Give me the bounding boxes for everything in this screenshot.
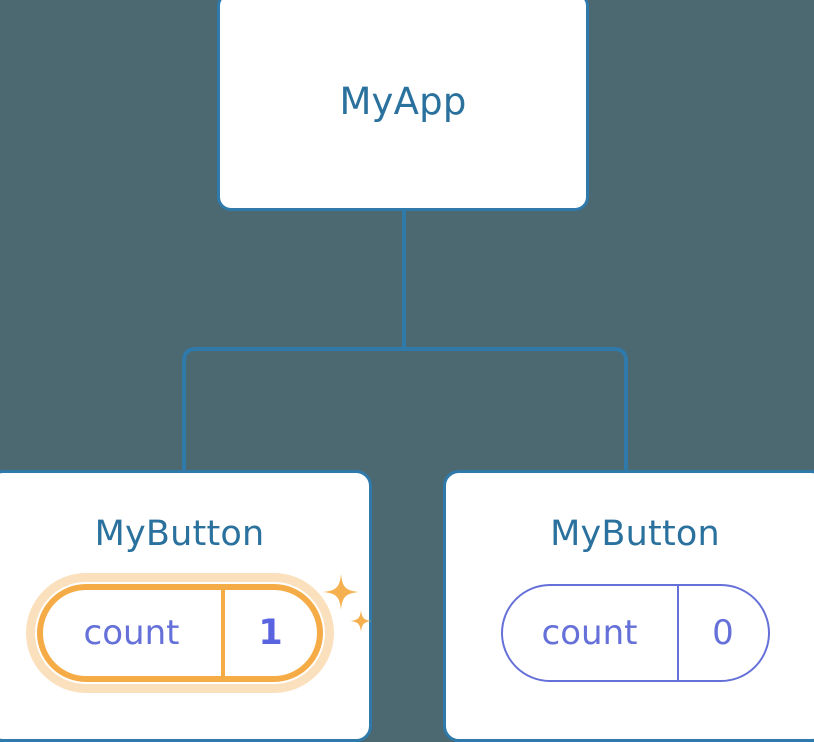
state-value-cell-right: 0 <box>679 586 768 680</box>
node-myapp-label: MyApp <box>339 80 467 123</box>
state-value-cell-left: 1 <box>225 590 317 676</box>
node-myapp[interactable]: MyApp <box>217 0 589 211</box>
state-key-cell-right: count <box>503 586 679 680</box>
edge-root-to-child-right <box>404 347 628 472</box>
node-mybutton-left[interactable]: MyButton count 1 <box>0 470 372 742</box>
state-highlight-glow <box>25 573 334 693</box>
state-pill-right-wrap: count 0 <box>500 584 770 682</box>
state-key-label-left: count <box>83 613 180 653</box>
state-key-label-right: count <box>541 613 638 653</box>
node-mybutton-right[interactable]: MyButton count 0 <box>443 470 814 742</box>
edge-root-to-child-left <box>182 347 404 472</box>
node-mybutton-right-label: MyButton <box>550 514 720 554</box>
state-key-cell-left: count <box>43 590 225 676</box>
state-pill-count-right[interactable]: count 0 <box>500 584 770 682</box>
state-value-label-left: 1 <box>258 612 283 653</box>
state-pill-left-wrap: count 1 <box>25 573 372 693</box>
node-mybutton-left-label: MyButton <box>94 514 265 554</box>
state-pill-count-left[interactable]: count 1 <box>36 584 323 682</box>
state-value-label-right: 0 <box>712 613 734 653</box>
